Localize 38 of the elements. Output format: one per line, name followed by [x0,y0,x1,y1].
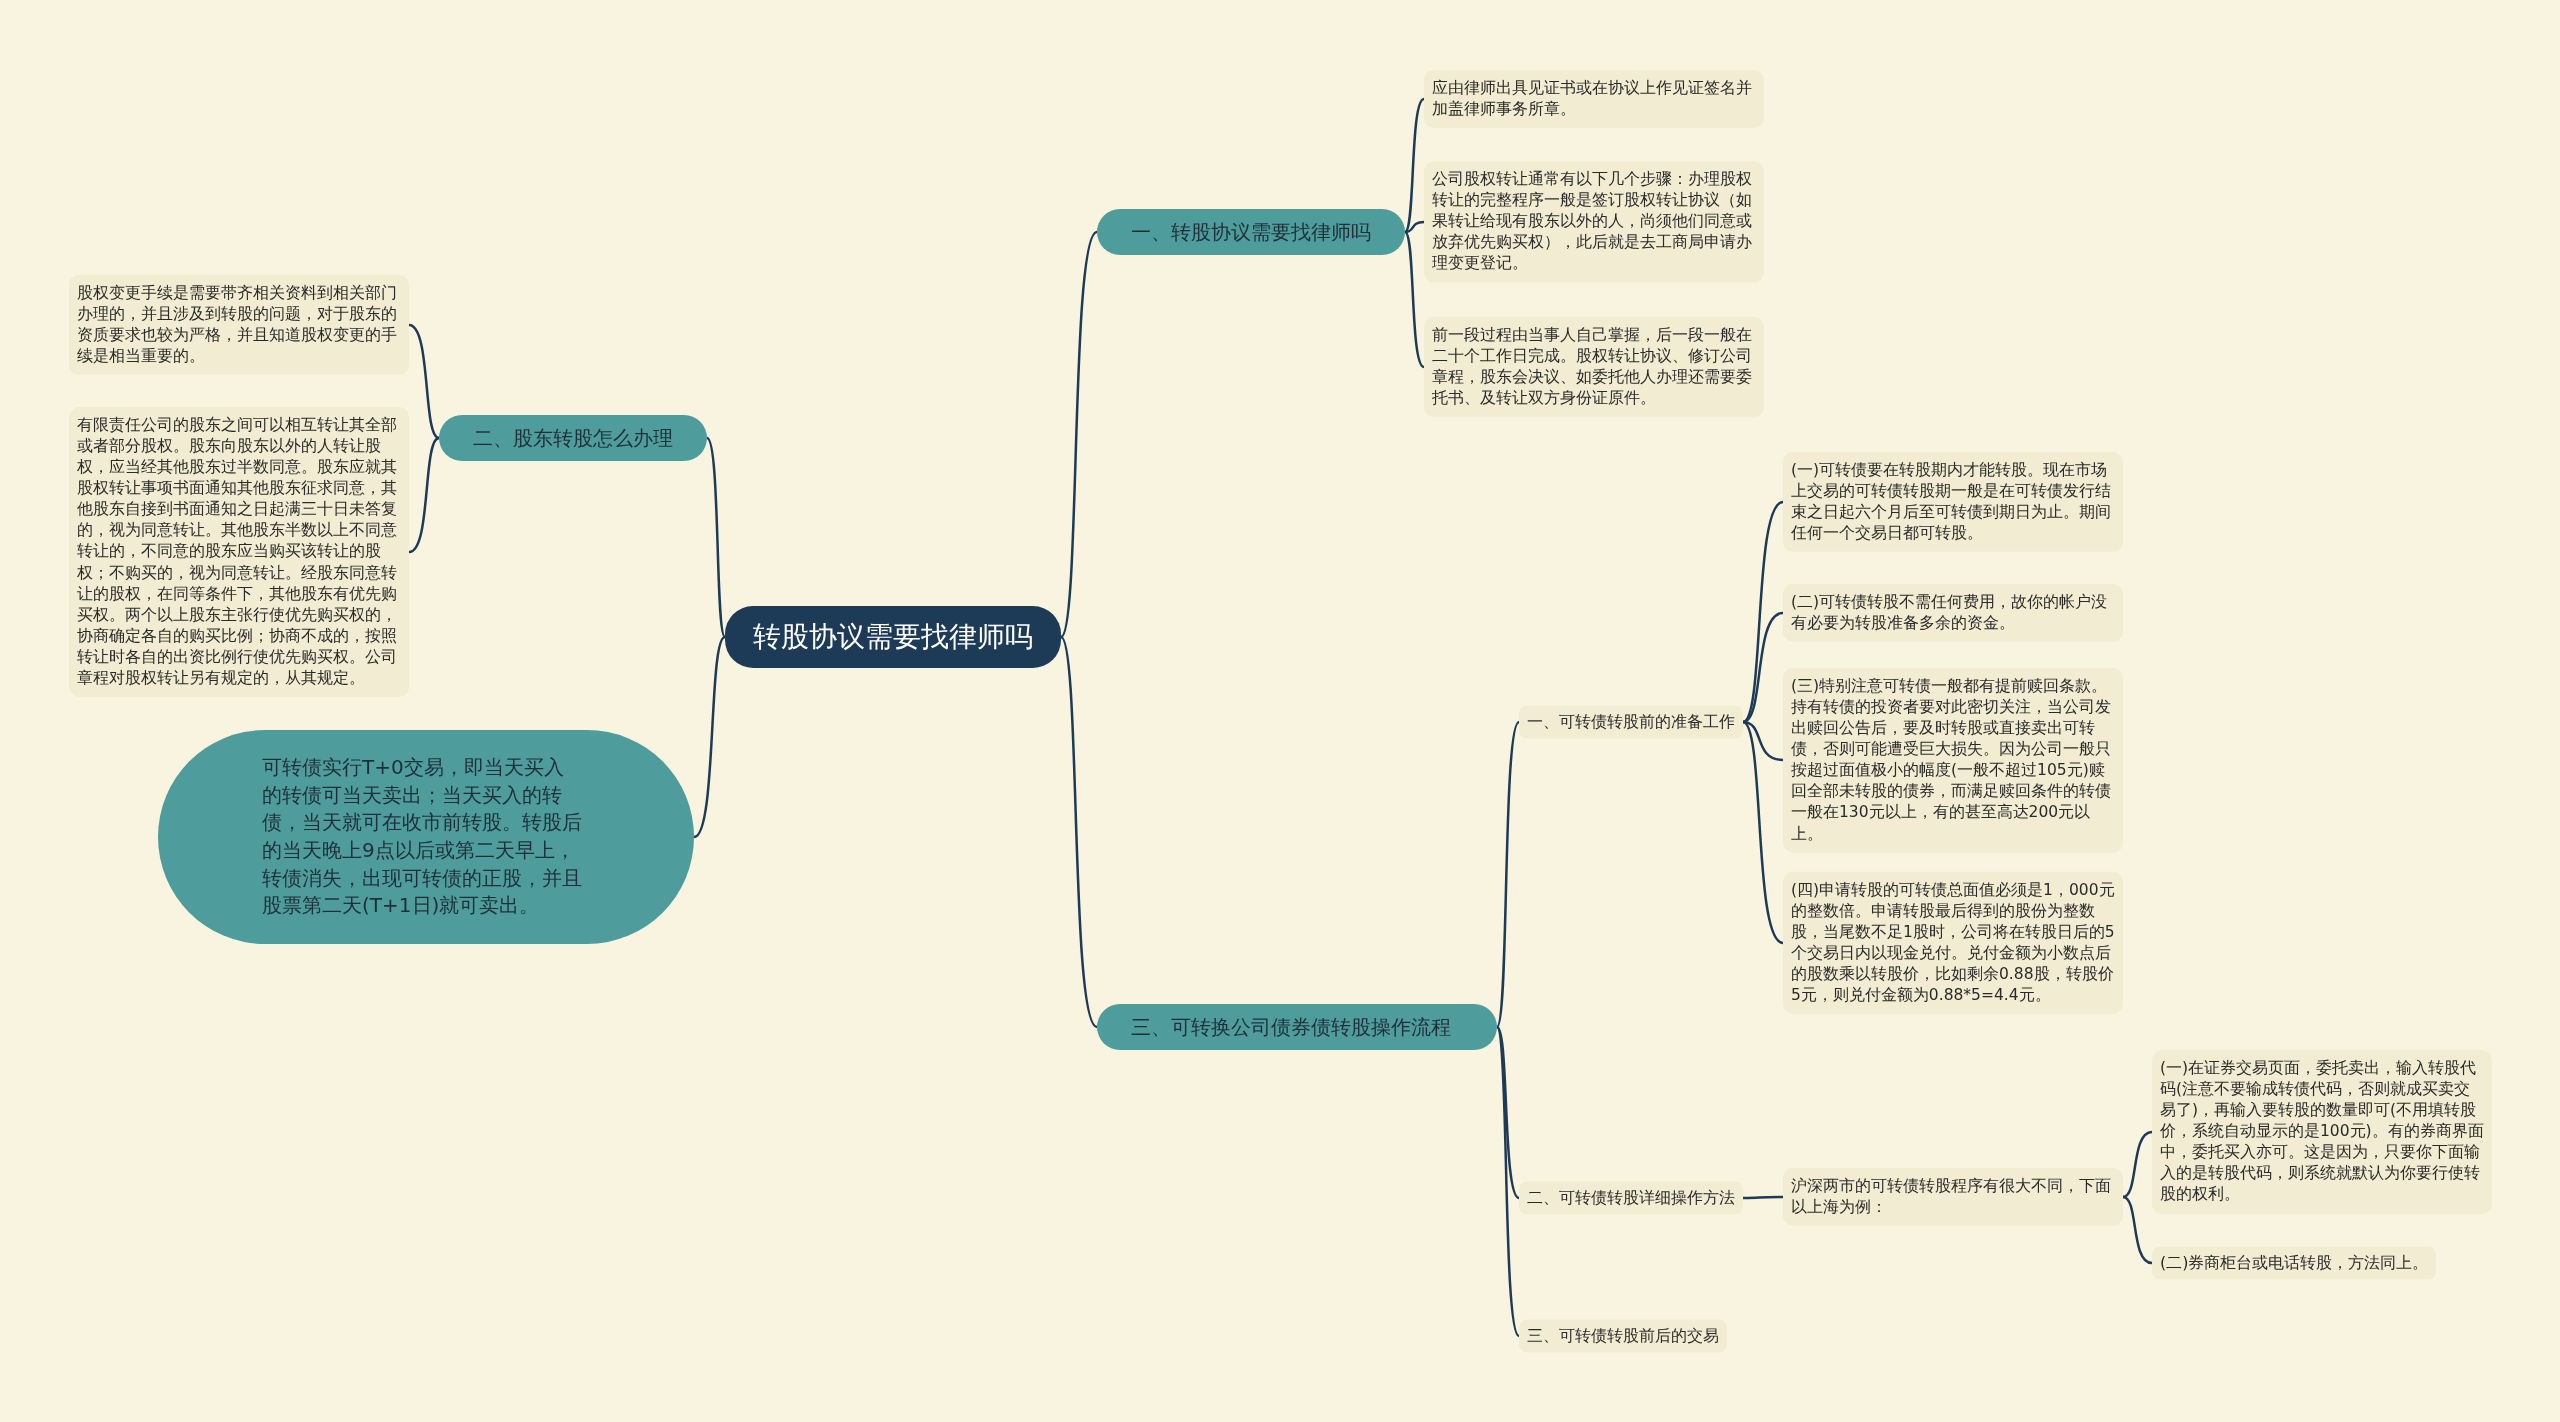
connector [1495,721,1521,1028]
note-box: (四)申请转股的可转债总面值必须是1，000元的整数倍。申请转股最后得到的股份为整数股，当尾数不足1股时，公司将在转股日后的5个交易日内以现金兑付。兑付金额为小数点后的股数乘以转股价，比如剩余0.88股，转股价5元，则兑付金额为0.88*5=4.4元。 [1783,871,2123,1015]
note-box: (二)可转债转股不需任何费用，故你的帐户没有必要为转股准备多余的资金。 [1783,583,2123,643]
note-box: 前一段过程由当事人自己掌握，后一段一般在二十个工作日完成。股权转让协议、修订公司章程，股东会决议、如委托他人办理还需要委托书、及转让双方身份证原件。 [1424,316,1764,418]
connector [1742,611,1784,724]
connector [1404,231,1425,368]
note-box: 应由律师出具见证书或在协议上作见证签名并加盖律师事务所章。 [1424,69,1764,129]
subtopic-box: 三、可转债转股前后的交易 [1519,1319,1727,1353]
subtopic-box: 一、可转债转股前的准备工作 [1519,705,1743,739]
topic-box: 一、转股协议需要找律师吗 [1097,209,1405,255]
note-box: 有限责任公司的股东之间可以相互转让其全部或者部分股权。股东向股东以外的人转让股权，应当经其他股东过半数同意。股东应就其股权转让事项书面通知其他股东征求同意，其他股东自接到书面通知之日起满三十日未答复的，视为同意转让。其他股东半数以上不同意转让的，不同意的股东应当购买该转让的股权；不购买的，视为同意转让。经股东同意转让的股权，在同等条件下，其他股东有优先购买权。两个以上股东主张行使优先购买权的，协商确定各自的购买比例；协商不成的，按照转让时各自的出资比例行使优先购买权。公司章程对股权转让另有规定的，从其规定。 [69,407,409,697]
connector [1404,220,1425,234]
connector [693,636,726,838]
connector [1404,98,1425,233]
topic-box: 二、股东转股怎么办理 [439,415,707,461]
note-box: (一)可转债要在转股期内才能转股。现在市场上交易的可转债转股期一般是在可转债发行结束之日起六个月后至可转债到期日为止。期间任何一个交易日都可转股。 [1783,451,2123,553]
connector [2122,1195,2153,1265]
connector [2122,1130,2153,1199]
central-topic: 转股协议需要找律师吗 [725,606,1061,668]
connector [1743,1195,1783,1200]
subtopic-box: (二)券商柜台或电话转股，方法同上。 [2152,1246,2437,1280]
connector [408,436,440,554]
connector [1742,721,1784,945]
connector [1059,231,1098,638]
note-box: 沪深两市的可转债转股程序有很大不同，下面以上海为例： [1783,1167,2123,1227]
subtopic-box: 二、可转债转股详细操作方法 [1519,1181,1743,1215]
connector [706,437,727,638]
connector [1495,1026,1521,1337]
connector [1742,500,1784,723]
note-box: 股权变更手续是需要带齐相关资料到相关部门办理的，并且涉及到转股的问题，对于股东的资质要求也较为严格，并且知道股权变更的手续是相当重要的。 [69,274,409,376]
note-box: (一)在证券交易页面，委托卖出，输入转股代码(注意不要输成转债代码，否则就成买卖交易了)，再输入要转股的数量即可(不用填转股价，系统自动显示的是100元)。有的券商界面中，委托买入亦可。这是因为，只要你下面输入的是转股代码，则系统就默认为你要行使转股的权利。 [2152,1050,2492,1214]
connector [408,323,440,440]
connector [1059,636,1098,1028]
topic-box: 三、可转换公司债券债转股操作流程 [1097,1004,1497,1050]
connector [1496,1026,1520,1199]
note-box: (三)特别注意可转债一般都有提前赎回条款。持有转债的投资者要对此密切关注，当公司发出赎回公告后，要及时转股或直接卖出可转债，否则可能遭受巨大损失。因为公司一般只按超过面值极小的幅度(一般不超过105元)赎回全部未转股的债券，而满足赎回条件的转债一般在130元以上，有的甚至高达200元以上。 [1783,667,2123,853]
connector [1742,720,1784,762]
note-box: 公司股权转让通常有以下几个步骤：办理股权转让的完整程序一般是签订股权转让协议（如果转让给现有股东以外的人，尚须他们同意或放弃优先购买权），此后就是去工商局申请办理变更登记。 [1424,161,1764,283]
